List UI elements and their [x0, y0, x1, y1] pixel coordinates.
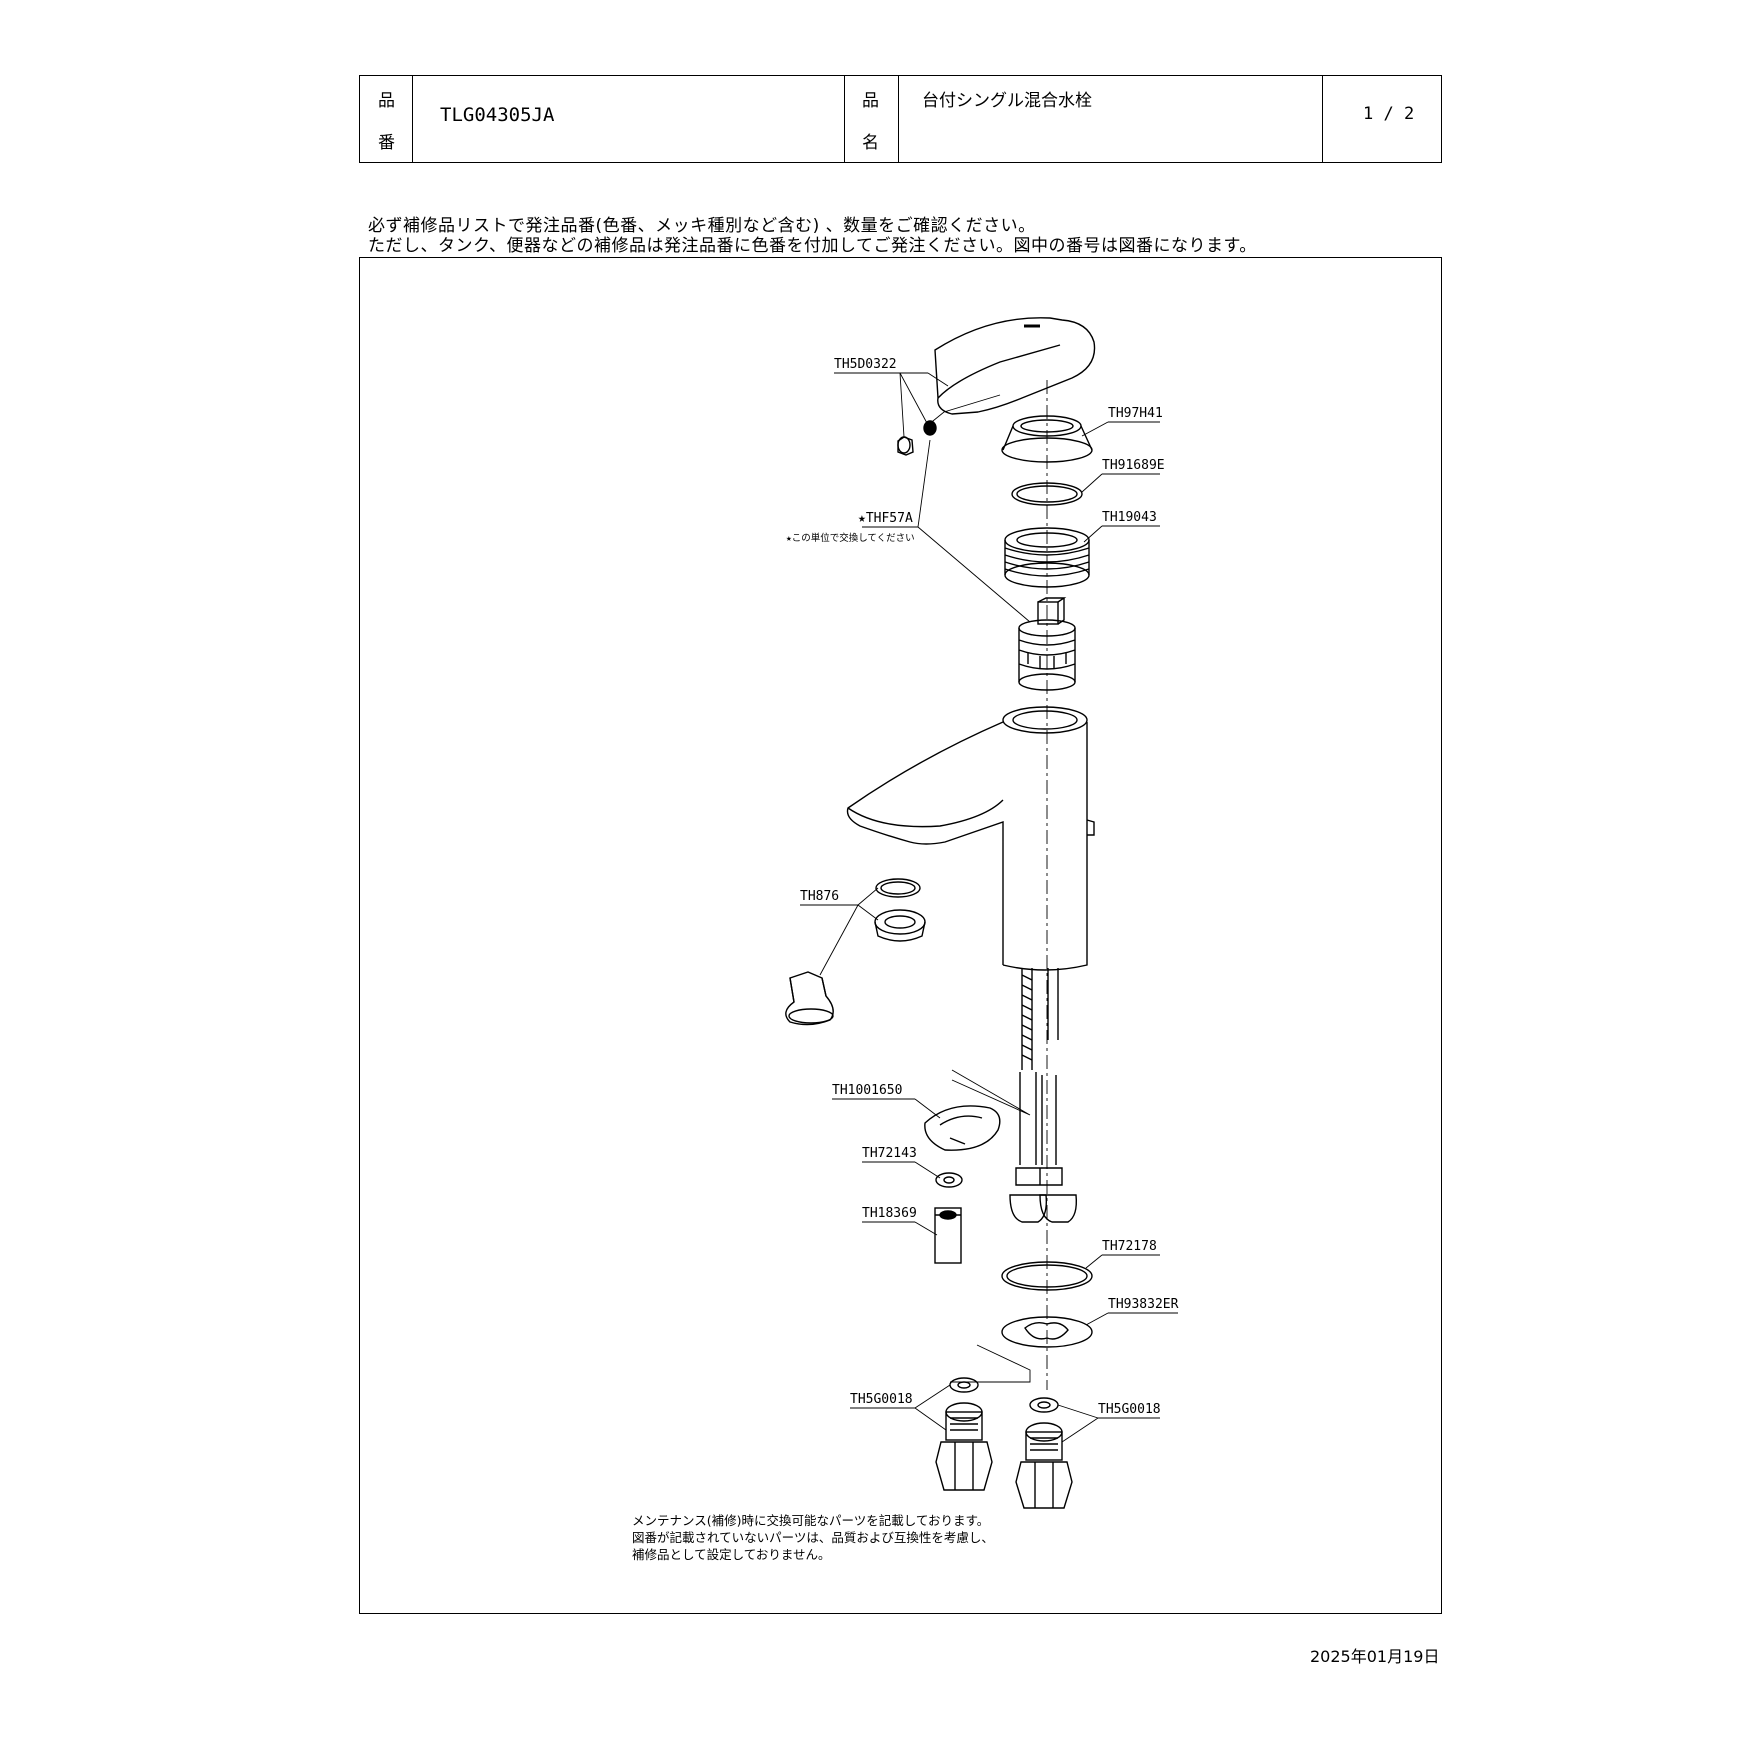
- maintenance-note-line: 補修品として設定しておりません。: [632, 1547, 831, 1562]
- instruction-line-2: ただし、タンク、便器などの補修品は発注品番に色番を付加してご発注ください。図中の…: [368, 236, 1257, 256]
- drawing-frame: [359, 257, 1442, 1614]
- page-number: 1 / 2: [1363, 104, 1415, 124]
- part-number-label: 品: [378, 91, 395, 111]
- product-name-label: 名: [862, 133, 879, 153]
- cartridge: [1018, 597, 1076, 691]
- maintenance-note-line: 図番が記載されていないパーツは、品質および互換性を考慮し、: [632, 1530, 994, 1545]
- part-number-label: 番: [378, 133, 395, 153]
- nut-sleeve: [934, 1207, 962, 1264]
- part-label-th5g0018-left: TH5G0018: [850, 1392, 913, 1407]
- header-table: 品 番 TLG04305JA 品 名 台付シングル混合水栓 1 / 2: [359, 75, 1442, 163]
- part-note-thf57a: ★この単位で交換してください: [786, 532, 915, 544]
- part-label-th19043: TH19043: [1102, 510, 1157, 525]
- wrench-key: [785, 971, 834, 1026]
- maintenance-note: メンテナンス(補修)時に交換可能なパーツを記載しております。 図番が記載されてい…: [632, 1512, 994, 1563]
- header-divider: [844, 76, 845, 162]
- instruction-line-1: 必ず補修品リストで発注品番(色番、メッキ種別など含む) 、数量をご確認ください。: [368, 216, 1036, 236]
- part-label-th97h41: TH97H41: [1108, 406, 1163, 421]
- clip-bracket: [924, 1105, 1001, 1151]
- part-label-th93832er: TH93832ER: [1108, 1297, 1179, 1312]
- aerator: [874, 878, 926, 942]
- header-divider: [898, 76, 899, 162]
- part-label-th1001650: TH1001650: [832, 1083, 902, 1098]
- part-label-th5d0322: TH5D0322: [834, 357, 897, 372]
- connector-right: [1015, 1397, 1073, 1509]
- part-number: TLG04305JA: [440, 104, 555, 126]
- washer: [935, 1172, 963, 1188]
- part-label-th18369: TH18369: [862, 1206, 917, 1221]
- mounting-plate: [1001, 1316, 1093, 1348]
- supply-hoses: [1009, 968, 1078, 1223]
- part-label-th91689e: TH91689E: [1102, 458, 1165, 473]
- part-label-thf57a: ★THF57A: [858, 511, 913, 526]
- product-name: 台付シングル混合水栓: [922, 91, 1092, 111]
- threaded-ring: [1004, 527, 1090, 588]
- faucet-body: [846, 706, 1095, 971]
- header-divider: [1322, 76, 1323, 162]
- maintenance-note-line: メンテナンス(補修)時に交換可能なパーツを記載しております。: [632, 1513, 990, 1528]
- document-date: 2025年01月19日: [1310, 1647, 1440, 1666]
- part-label-th72143: TH72143: [862, 1146, 917, 1161]
- header-divider: [412, 76, 413, 162]
- part-label-th876: TH876: [800, 889, 839, 904]
- large-o-ring: [1001, 1261, 1093, 1291]
- cap-nut: [1001, 415, 1093, 463]
- o-ring: [1011, 482, 1083, 506]
- connector-left: [935, 1377, 993, 1491]
- lever-handle: [934, 317, 1096, 415]
- leader-lines: [800, 372, 1178, 1443]
- part-label-th5g0018-right: TH5G0018: [1098, 1402, 1161, 1417]
- part-label-th72178: TH72178: [1102, 1239, 1157, 1254]
- product-name-label: 品: [862, 91, 879, 111]
